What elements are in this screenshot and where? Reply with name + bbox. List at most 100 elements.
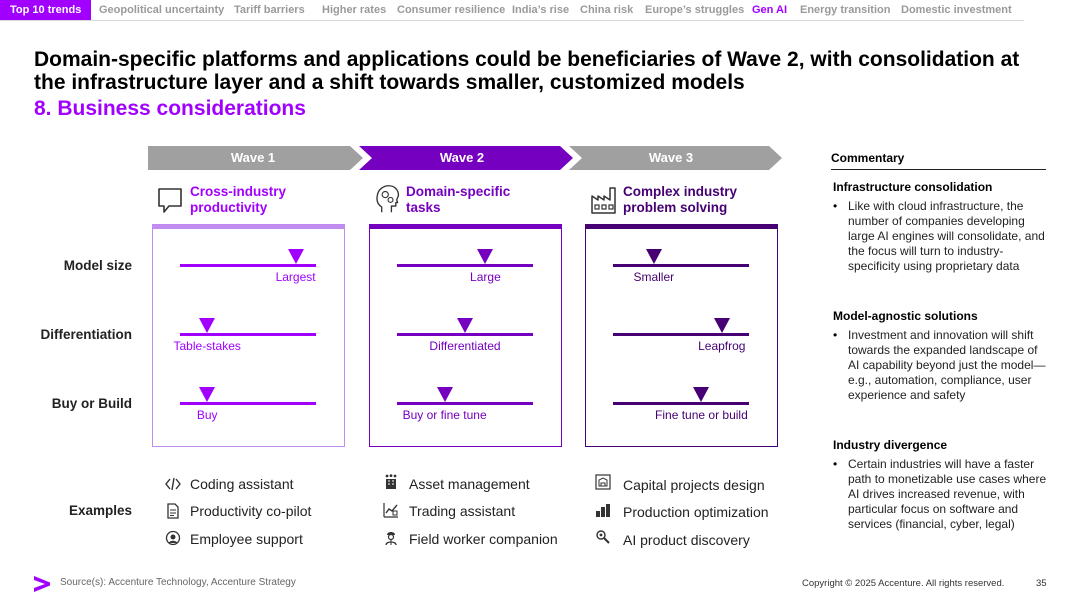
column-1-box-top (152, 224, 345, 229)
scale-label: Buy (196, 408, 218, 422)
column-2-title: Domain-specific tasks (406, 184, 510, 216)
scale-label: Large (470, 270, 501, 284)
trading-chart-icon (383, 503, 398, 518)
accenture-logo-icon (34, 576, 50, 592)
scale-marker (713, 318, 730, 333)
example-ai-product-discovery: AI product discovery (623, 532, 750, 548)
column-1-title-line1: Cross-industry (190, 184, 287, 199)
production-icon (596, 504, 610, 517)
scale-marker (287, 249, 304, 264)
scale-track (613, 264, 749, 267)
tab-gen-ai[interactable]: Gen AI (752, 4, 788, 16)
factory-icon (591, 187, 616, 214)
tab-indias-rise[interactable]: India’s rise (512, 4, 570, 16)
tab-china-risk[interactable]: China risk (580, 4, 634, 16)
scale-marker (645, 249, 662, 264)
scale-label: Buy or fine tune (402, 408, 487, 422)
tab-energy-transition[interactable]: Energy transition (800, 4, 891, 16)
scale-label: Table-stakes (173, 339, 241, 353)
example-field-worker-companion: Field worker companion (409, 531, 558, 547)
commentary-heading: Commentary (831, 151, 905, 165)
scale-label: Differentiated (429, 339, 501, 353)
scale-track (613, 333, 749, 336)
scale-track (397, 333, 533, 336)
tab-geopolitical-uncertainty[interactable]: Geopolitical uncertainty (99, 4, 225, 16)
example-coding-assistant: Coding assistant (190, 476, 294, 492)
commentary-text-infrastructure: Like with cloud infrastructure, the numb… (848, 199, 1045, 273)
page-title: Domain-specific platforms and applicatio… (34, 48, 1020, 94)
code-icon (165, 477, 181, 491)
tab-higher-rates[interactable]: Higher rates (322, 4, 387, 16)
example-trading-assistant: Trading assistant (409, 503, 516, 519)
column-2-title-line2: tasks (406, 200, 441, 215)
example-asset-management: Asset management (409, 476, 530, 492)
column-2-box-top (369, 224, 562, 229)
column-3-title-line1: Complex industry (623, 184, 738, 199)
column-1-title-line2: productivity (190, 200, 268, 215)
example-capital-projects-design: Capital projects design (623, 477, 765, 493)
scale-track (397, 264, 533, 267)
document-icon (167, 503, 179, 519)
scale-marker (199, 387, 216, 402)
page-subtitle: 8. Business considerations (34, 97, 306, 120)
worker-icon (385, 532, 397, 545)
tab-tariff-barriers[interactable]: Tariff barriers (234, 4, 305, 16)
scale-marker (477, 249, 494, 264)
copyright: Copyright © 2025 Accenture. All rights r… (802, 578, 1005, 589)
column-3-title: Complex industry problem solving (623, 184, 737, 216)
bullet-2: • (833, 328, 838, 342)
wave-2-arrow (359, 146, 573, 170)
commentary-divider (831, 169, 1046, 170)
commentary-title-infrastructure: Infrastructure consolidation (833, 180, 993, 194)
tab-consumer-resilience[interactable]: Consumer resilience (397, 4, 506, 16)
support-icon (165, 530, 181, 546)
row-label-examples: Examples (68, 503, 132, 518)
example-production-optimization: Production optimization (623, 504, 769, 520)
commentary-title-model-agnostic: Model-agnostic solutions (833, 309, 978, 323)
scale-label: Fine tune or build (655, 408, 748, 422)
head-gears-icon (376, 185, 400, 213)
column-2-title-line1: Domain-specific (406, 184, 511, 199)
scale-track (180, 333, 316, 336)
scale-label: Smaller (633, 270, 675, 284)
commentary-text-industry-divergence: Certain industries will have a faster pa… (848, 457, 1047, 531)
wave-2-label: Wave 2 (439, 150, 485, 165)
scale-marker (199, 318, 216, 333)
building-icon (385, 474, 397, 489)
scale-track (613, 402, 749, 405)
bullet-1: • (833, 199, 838, 213)
wave-arrows (148, 146, 782, 170)
scale-label: Largest (275, 270, 316, 284)
scale-marker (436, 387, 453, 402)
wave-1-label: Wave 1 (230, 150, 276, 165)
tab-domestic-investment[interactable]: Domestic investment (901, 4, 1012, 16)
tab-europes-struggles[interactable]: Europe’s struggles (645, 4, 745, 16)
column-1-title: Cross-industry productivity (190, 184, 286, 216)
row-label-differentiation: Differentiation (40, 327, 132, 342)
chat-bubble-icon (158, 188, 182, 213)
column-3-title-line2: problem solving (623, 200, 728, 215)
column-1-box (152, 224, 345, 447)
scale-track (180, 264, 316, 267)
commentary-text-model-agnostic: Investment and innovation will shift tow… (848, 328, 1046, 402)
scale-track (180, 402, 316, 405)
commentary-title-industry-divergence: Industry divergence (833, 438, 948, 452)
scale-marker (457, 318, 473, 333)
blueprint-icon (595, 474, 611, 490)
wave-3-label: Wave 3 (648, 150, 694, 165)
example-employee-support: Employee support (190, 531, 303, 547)
wave-3-arrow (569, 146, 782, 170)
top-navigation: Top 10 trends Geopolitical uncertainty T… (0, 0, 1024, 21)
scale-marker (693, 387, 710, 402)
wave-1-arrow (148, 146, 363, 170)
source-note: Source(s): Accenture Technology, Accentu… (60, 577, 296, 588)
scale-label: Leapfrog (698, 339, 746, 353)
tab-top-10-trends[interactable]: Top 10 trends (0, 0, 92, 20)
page-number: 35 (1036, 578, 1047, 589)
column-2-box (369, 224, 562, 447)
bullet-3: • (833, 457, 838, 471)
row-label-buy-build: Buy or Build (51, 396, 132, 411)
column-3-box (585, 224, 778, 447)
row-label-model-size: Model size (63, 258, 132, 273)
scale-track (397, 402, 533, 405)
